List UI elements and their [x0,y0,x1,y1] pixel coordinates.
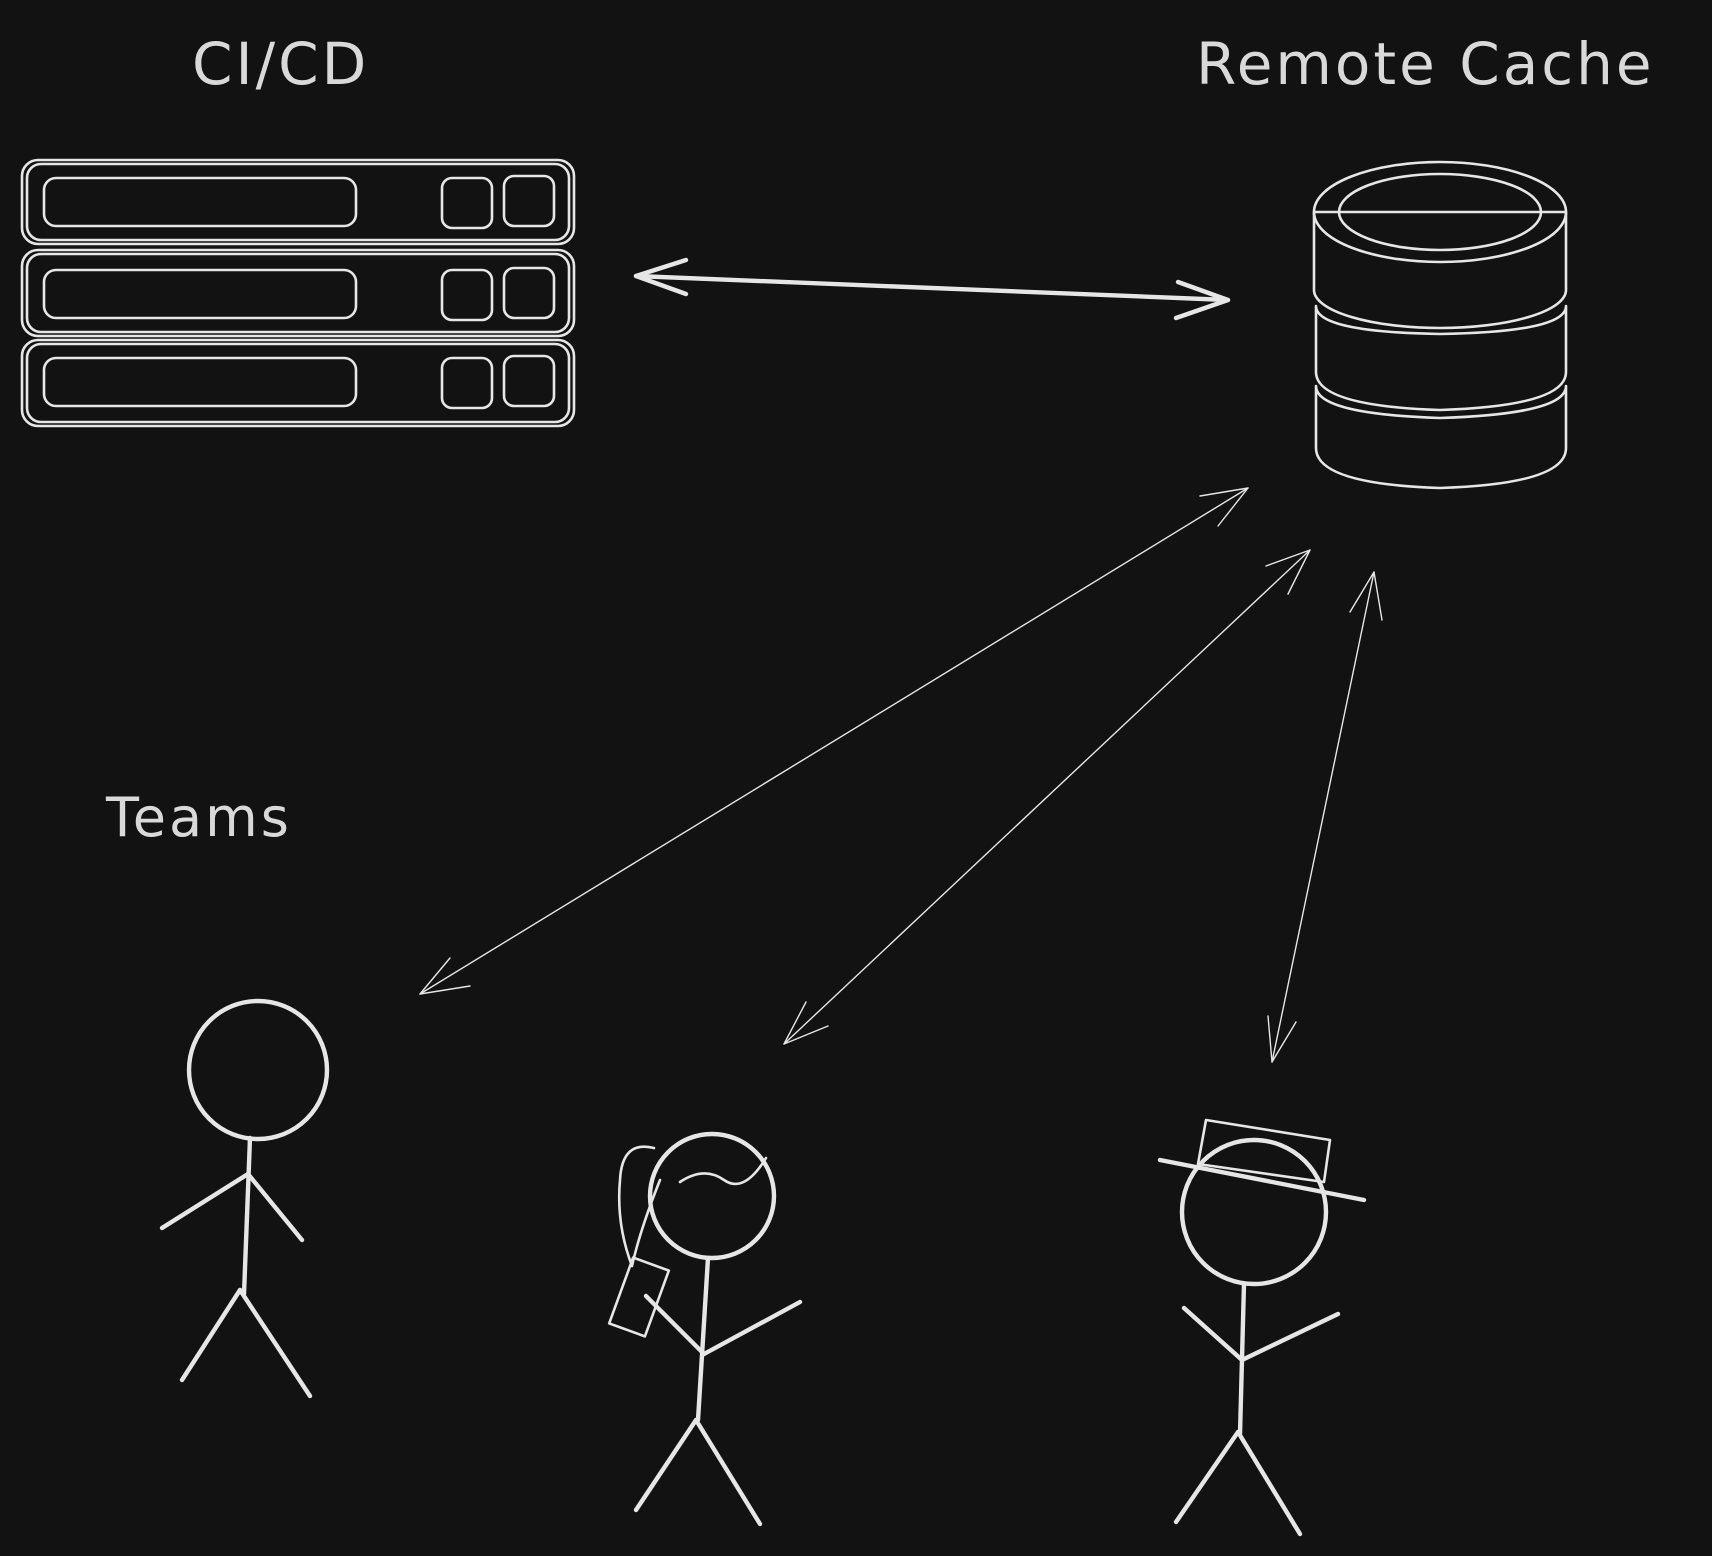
teams-title: Teams [105,786,292,849]
team-cache-arrow-3 [1267,571,1383,1063]
server-unit-3 [20,338,576,428]
stick-figure-hat-icon [1157,1118,1367,1537]
server-unit-2 [20,248,576,338]
cicd-cache-arrow [633,257,1231,321]
server-unit-1 [20,158,576,246]
team-cache-arrow-1 [419,487,1249,995]
database-icon [1312,160,1568,490]
cicd-title: CI/CD [192,30,369,98]
stick-figure-icon [159,998,330,1399]
server-rack-icon [20,158,576,428]
team-cache-arrow-2 [783,549,1311,1045]
stick-figure-ponytail-phone-icon [607,1131,803,1527]
remote-cache-title: Remote Cache [1196,30,1655,98]
